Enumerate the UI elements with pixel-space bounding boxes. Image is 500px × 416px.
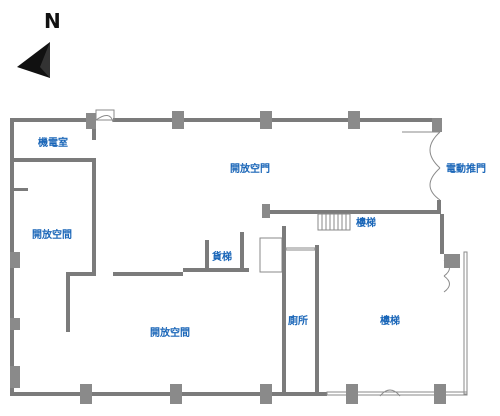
- label-open-space-bottom: 開放空間: [150, 326, 190, 339]
- label-stair-small: 樓梯: [356, 216, 376, 229]
- right-side-walls: [379, 214, 468, 397]
- north-compass: N: [17, 9, 61, 78]
- columns: [10, 111, 460, 404]
- small-stair: [317, 213, 351, 231]
- electric-door: [402, 131, 441, 201]
- label-electric-door: 電動推門: [446, 162, 486, 175]
- label-stair-large: 樓梯: [380, 314, 400, 327]
- central-walls: [113, 210, 440, 396]
- machine-room-walls: [10, 109, 115, 162]
- room-labels: 機電室 開放空間 開放空間 開放空門 電動推門 樓梯 貨梯 廁所 樓梯: [32, 136, 486, 339]
- label-open-space-door: 開放空門: [230, 162, 270, 175]
- label-machine-room: 機電室: [38, 136, 68, 149]
- left-room-walls: [10, 162, 96, 332]
- north-arrow-icon: [17, 42, 50, 78]
- label-restroom: 廁所: [288, 314, 308, 327]
- north-letter: N: [44, 9, 61, 33]
- label-open-space-left: 開放空間: [32, 228, 72, 241]
- label-freight-elevator: 貨梯: [212, 250, 232, 263]
